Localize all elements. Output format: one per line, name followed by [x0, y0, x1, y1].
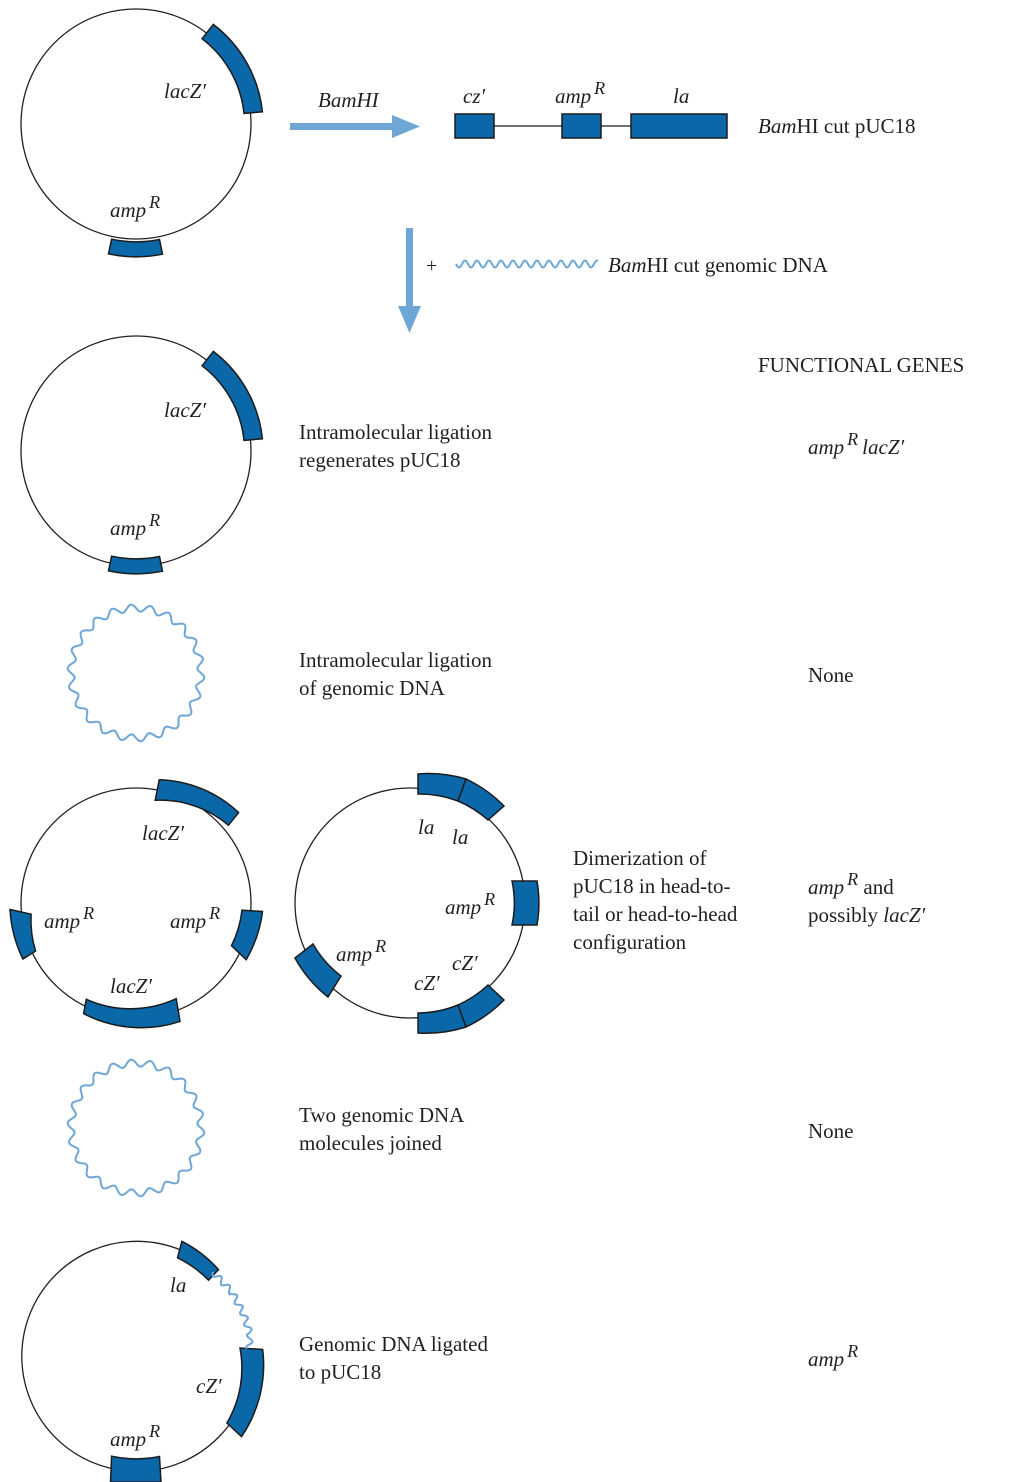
row-genomic-dimer: Two genomic DNA molecules joined None — [66, 1058, 854, 1198]
cz-label: cz′ — [463, 84, 485, 108]
row-description-line: pUC18 in head-to- — [573, 874, 730, 898]
plasmid-backbone — [20, 8, 252, 240]
plus-sign: + — [426, 255, 437, 277]
la-label: la — [170, 1273, 186, 1297]
lacz-block — [201, 350, 264, 442]
genomic-dna-caption: BamHI cut genomic DNA — [608, 253, 829, 277]
ampr-block-left — [9, 908, 37, 961]
functional-genes-header: FUNCTIONAL GENES — [758, 353, 964, 377]
ampr-block — [109, 1455, 162, 1482]
lacz-label-top: lacZ′ — [142, 821, 184, 845]
genomic-dna-insert — [211, 1271, 254, 1350]
la-label: la — [673, 84, 689, 108]
ampr-block-right — [230, 909, 264, 961]
la-label-1: la — [418, 815, 434, 839]
functional-genes-value: None — [808, 1119, 854, 1143]
lacz-label: lacZ′ — [164, 398, 206, 422]
ampr-block — [107, 238, 164, 258]
row-description-line: configuration — [573, 930, 687, 954]
cz-block — [225, 1347, 265, 1438]
cz-fragment — [454, 113, 495, 139]
genomic-dna-circle — [66, 603, 206, 743]
row-description-line: Intramolecular ligation — [299, 648, 493, 672]
genomic-dna-wavy — [455, 259, 599, 269]
bamhi-label: BamHI — [318, 88, 380, 112]
row-description-line: Dimerization of — [573, 846, 707, 870]
lacz-block-bottom — [82, 997, 181, 1029]
row-description-line: to pUC18 — [299, 1360, 381, 1384]
la-fragment — [630, 113, 728, 139]
bamhi-digest-arrow: BamHI — [290, 88, 420, 138]
row-description-line: regenerates pUC18 — [299, 448, 461, 472]
row-description-line: Intramolecular ligation — [299, 420, 493, 444]
row-description-line: tail or head-to-head — [573, 902, 738, 926]
cz-label-1: cZ′ — [452, 951, 478, 975]
row-description-line: molecules joined — [299, 1131, 442, 1155]
plasmid-backbone — [21, 1240, 244, 1472]
lacz-label: lacZ′ — [164, 79, 206, 103]
functional-genes-value: None — [808, 663, 854, 687]
ligation-arrow: + BamHI cut genomic DNA — [398, 228, 829, 333]
genomic-dna-circle — [66, 1058, 206, 1198]
la-block-2 — [457, 777, 506, 822]
ampr-fragment — [561, 113, 602, 139]
functional-genes-value: possibly lacZ′ — [808, 903, 926, 927]
lacz-label-bottom: lacZ′ — [110, 974, 152, 998]
row-description-line: Genomic DNA ligated — [299, 1332, 488, 1356]
cz-label-2: cZ′ — [414, 971, 440, 995]
cz-block-2 — [417, 1004, 467, 1034]
row-description-line: Two genomic DNA — [299, 1103, 465, 1127]
la-block — [176, 1240, 220, 1282]
cz-block-1 — [457, 983, 506, 1029]
ampr-block — [107, 555, 164, 575]
cut-puc18-caption: BamHI cut pUC18 — [758, 114, 916, 138]
ampr-block-right — [511, 880, 540, 926]
lacz-block-top — [154, 778, 240, 827]
row-description-line: of genomic DNA — [299, 676, 446, 700]
lacz-block — [201, 23, 264, 115]
row-circular-genomic-dna: Intramolecular ligation of genomic DNA N… — [66, 603, 854, 743]
ampr-block-left — [294, 942, 342, 999]
cz-label: cZ′ — [196, 1374, 222, 1398]
la-label-2: la — [452, 825, 468, 849]
